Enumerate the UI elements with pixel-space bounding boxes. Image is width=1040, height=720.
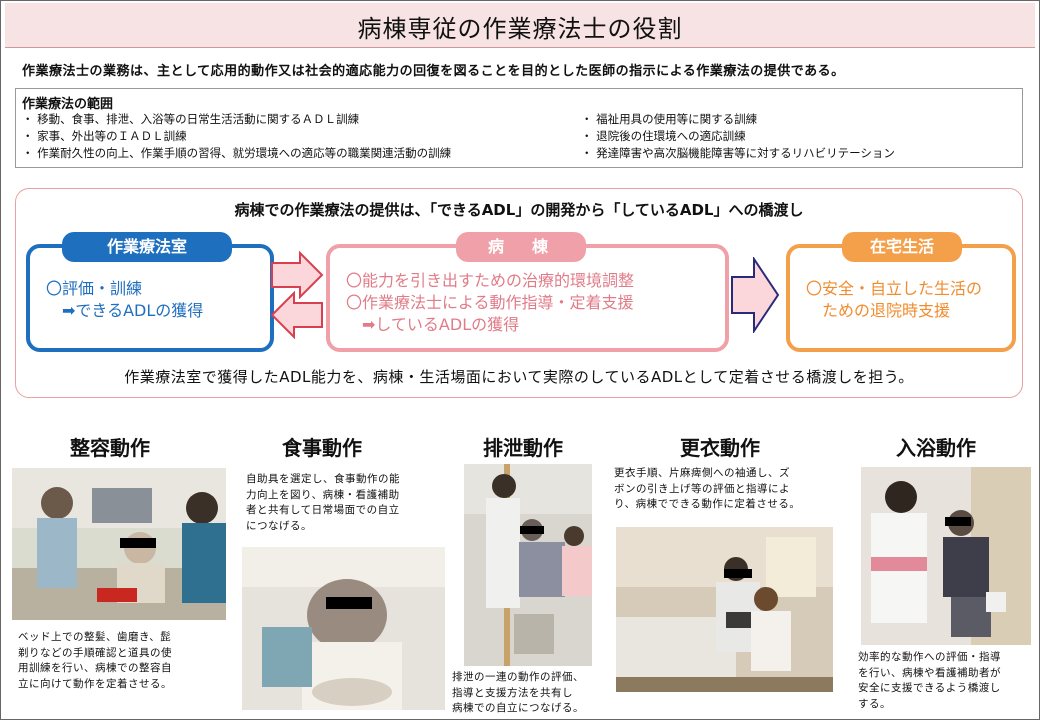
home-line: 〇安全・自立した生活の	[806, 279, 983, 298]
scope-item: ・ 福祉用具の使用等に関する訓練	[581, 112, 758, 126]
desc-line: 効率的な動作への評価・指導	[858, 651, 1001, 663]
scope-item: ・ 家事、外出等のＩＡＤＬ訓練	[22, 129, 187, 143]
activity-title-bathing: 入浴動作	[896, 436, 976, 460]
activity-title-eating: 食事動作	[282, 436, 362, 460]
home-line: ための退院時支援	[806, 301, 951, 320]
desc-line: につなげる。	[246, 519, 312, 532]
dressing-description: 更衣手順、片麻痺側への袖通し、ズ ボンの引き上げ等の評価と指導によ り、病棟でで…	[614, 466, 844, 513]
activity-title-grooming: 整容動作	[70, 436, 150, 460]
home-text: 〇安全・自立した生活の ための退院時支援	[806, 278, 982, 322]
privacy-bar	[945, 517, 971, 526]
scope-list-right: ・ 福祉用具の使用等に関する訓練 ・ 退院後の住環境への適応訓練 ・ 発達障害や…	[581, 111, 895, 162]
desc-line: 更衣手順、片麻痺側への袖通し、ズ	[614, 467, 790, 479]
scope-item: ・ 退院後の住環境への適応訓練	[581, 129, 746, 143]
toileting-description: 排泄の一連の動作の評価、 指導と支援方法を共有し 病棟での自立につなげる。	[452, 670, 612, 717]
desc-line: 力向上を図り、病棟・看護補助	[246, 488, 400, 501]
privacy-bar	[120, 538, 156, 548]
scope-box: 作業療法の範囲 ・ 移動、食事、排泄、入浴等の日常生活活動に関するＡＤＬ訓練 ・…	[15, 88, 1023, 168]
page-title: 病棟専従の作業療法士の役割	[357, 15, 683, 43]
desc-line: を行い、病棟や看護補助者が	[858, 666, 1001, 679]
activity-title-toileting: 排泄動作	[483, 436, 563, 460]
desc-line: 自助具を選定し、食事動作の能	[246, 473, 400, 485]
desc-line: 指導と支援方法を共有し	[452, 686, 573, 699]
desc-line: 排泄の一連の動作の評価、	[452, 671, 584, 683]
ward-line: ➡しているADLの獲得	[346, 315, 520, 334]
ward-line: 〇作業療法士による動作指導・定着支援	[346, 293, 634, 312]
eating-photo-image	[242, 547, 445, 710]
ward-line: 〇能力を引き出すための治療的環境調整	[346, 271, 635, 290]
dressing-photo-image	[616, 527, 833, 692]
dressing-photo	[616, 527, 833, 692]
privacy-bar	[326, 597, 372, 609]
bridge-heading: 病棟での作業療法の提供は、「できるADL」の開発から「しているADL」への橋渡し	[234, 201, 804, 219]
eating-photo	[242, 547, 445, 710]
desc-line: ボンの引き上げ等の評価と指導によ	[614, 482, 790, 495]
scope-item: ・ 発達障害や高次脳機能障害等に対するリハビリテーション	[581, 146, 895, 160]
grooming-photo-image	[12, 468, 226, 620]
desc-line: 立に向けて動作を定着させる。	[18, 677, 172, 690]
ward-box: 〇能力を引き出すための治療的環境調整 〇作業療法士による動作指導・定着支援 ➡し…	[326, 244, 729, 352]
lead-statement: 作業療法士の業務は、主として応用的動作又は社会的適応能力の回復を図ることを目的と…	[22, 64, 845, 79]
desc-line: 病棟での自立につなげる。	[452, 702, 584, 714]
toileting-photo-image	[464, 464, 592, 666]
ward-tag: 病 棟	[456, 232, 586, 262]
bathing-photo-image	[861, 467, 1031, 645]
ot-room-line: ➡できるADLの獲得	[46, 301, 204, 320]
scope-item: ・ 作業耐久性の向上、作業手順の習得、就労環境への適応等の職業関連活動の訓練	[22, 146, 452, 160]
activity-title-dressing: 更衣動作	[680, 436, 760, 460]
ot-room-line: 〇評価・訓練	[46, 279, 143, 298]
desc-line: り、病棟でできる動作に定着させる。	[614, 498, 801, 510]
bridge-panel: 病棟での作業療法の提供は、「できるADL」の開発から「しているADL」への橋渡し…	[15, 188, 1023, 398]
desc-line: 安全に支援できるよう橋渡し	[858, 682, 1001, 694]
grooming-description: ベッド上での整髪、歯磨き、髭 剃りなどの手順確認と道具の使 用訓練を行い、病棟で…	[18, 630, 218, 692]
privacy-bar	[724, 569, 752, 578]
desc-line: 用訓練を行い、病棟での整容自	[18, 662, 172, 674]
desc-line: する。	[858, 697, 891, 710]
bathing-photo	[861, 467, 1031, 645]
desc-line: ベッド上での整髪、歯磨き、髭	[18, 631, 172, 643]
right-arrow-icon	[731, 257, 780, 333]
title-bar: 病棟専従の作業療法士の役割	[5, 3, 1035, 48]
scope-title: 作業療法の範囲	[22, 97, 114, 112]
grooming-photo	[12, 468, 226, 620]
ot-room-tag: 作業療法室	[62, 232, 232, 262]
toileting-photo	[464, 464, 592, 666]
ward-text: 〇能力を引き出すための治療的環境調整 〇作業療法士による動作指導・定着支援 ➡し…	[346, 270, 634, 336]
privacy-bar	[520, 526, 544, 534]
desc-line: 者と共有して日常場面での自立	[246, 504, 400, 516]
bidirectional-arrow-icon	[270, 251, 324, 339]
bridge-footer: 作業療法室で獲得したADL能力を、病棟・生活場面において実際のしているADLとし…	[124, 368, 914, 386]
scope-list-left: ・ 移動、食事、排泄、入浴等の日常生活活動に関するＡＤＬ訓練 ・ 家事、外出等の…	[22, 111, 451, 162]
bathing-description: 効率的な動作への評価・指導 を行い、病棟や看護補助者が 安全に支援できるよう橋渡…	[858, 650, 1038, 712]
eating-description: 自助具を選定し、食事動作の能 力向上を図り、病棟・看護補助 者と共有して日常場面…	[246, 472, 446, 534]
desc-line: 剃りなどの手順確認と道具の使	[18, 646, 172, 659]
ot-room-text: 〇評価・訓練 ➡できるADLの獲得	[46, 278, 203, 322]
scope-item: ・ 移動、食事、排泄、入浴等の日常生活活動に関するＡＤＬ訓練	[22, 112, 360, 126]
home-tag: 在宅生活	[842, 232, 962, 262]
